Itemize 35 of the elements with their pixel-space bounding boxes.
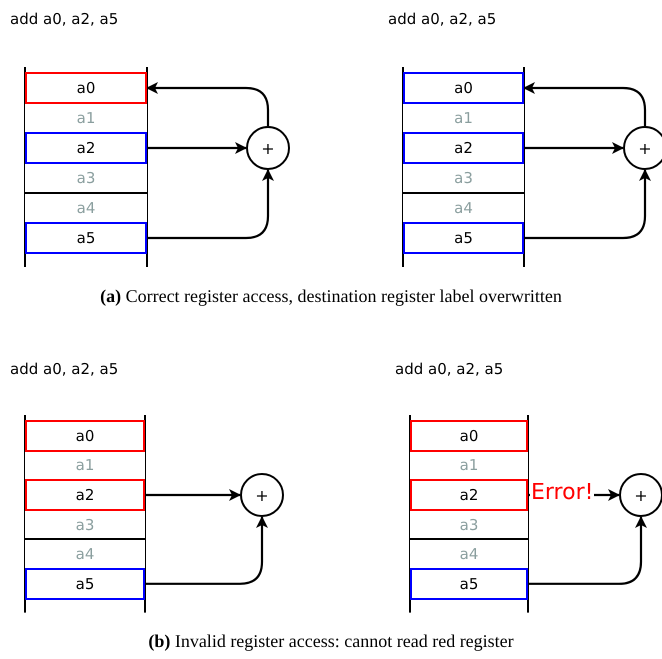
register-row: a4 xyxy=(25,538,145,570)
arrow xyxy=(146,82,270,126)
register-box: a0 xyxy=(403,72,524,104)
register-row: a4 xyxy=(403,192,524,224)
register-box: a2 xyxy=(410,479,528,511)
instruction-text: add a0, a2, a5 xyxy=(395,360,504,378)
register-box: a0 xyxy=(25,420,145,452)
caption: (a) Correct register access, destination register label overwritten xyxy=(100,286,562,307)
register-row: a4 xyxy=(25,192,147,224)
register-box: a0 xyxy=(25,72,147,104)
register-box: a2 xyxy=(25,132,147,164)
arrow xyxy=(524,169,651,240)
register-row: a4 xyxy=(410,538,528,570)
caption: (b) Invalid register access: cannot read red register xyxy=(148,631,514,652)
arrow xyxy=(528,516,647,585)
register-box: a2 xyxy=(25,479,145,511)
arrow xyxy=(145,516,268,585)
arrow xyxy=(523,82,646,126)
arrow xyxy=(147,142,247,154)
adder-circle: + xyxy=(240,473,284,517)
adder-circle: + xyxy=(623,126,662,170)
register-box: a5 xyxy=(410,568,528,600)
arrow xyxy=(524,142,624,154)
instruction-text: add a0, a2, a5 xyxy=(10,10,118,28)
instruction-text: add a0, a2, a5 xyxy=(10,360,118,378)
register-box: a5 xyxy=(25,568,145,600)
register-box: a5 xyxy=(25,222,147,254)
arrow xyxy=(147,169,274,240)
register-box: a0 xyxy=(410,420,528,452)
arrow xyxy=(145,489,241,501)
register-box: a2 xyxy=(403,132,524,164)
register-box: a5 xyxy=(403,222,524,254)
adder-circle: + xyxy=(246,126,290,170)
adder-circle: + xyxy=(619,473,662,517)
instruction-text: add a0, a2, a5 xyxy=(388,10,496,28)
